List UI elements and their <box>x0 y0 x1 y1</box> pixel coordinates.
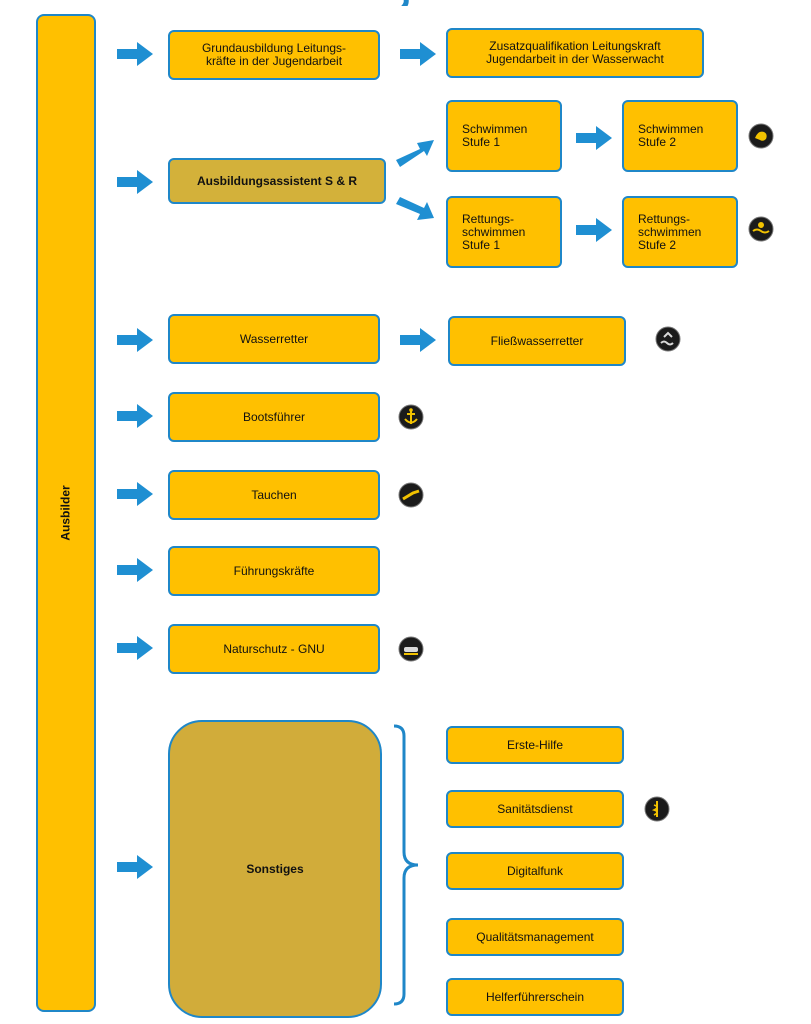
diver-icon <box>398 482 424 508</box>
node-ausbildungsassistent: Ausbildungsassistent S & R <box>168 158 386 204</box>
arrow-to-naturschutz <box>117 636 153 660</box>
node-schwimmen1: Schwimmen Stufe 1 <box>446 100 562 172</box>
node-rettungsschwimmen2: Rettungs- schwimmen Stufe 2 <box>622 196 738 268</box>
node-bootsfuehrer: Bootsführer <box>168 392 380 442</box>
node-fuehrungskraefte: Führungskräfte <box>168 546 380 596</box>
node-fliesswasserretter: Fließwasserretter <box>448 316 626 366</box>
arrow-to-fliesswasserretter <box>400 328 436 352</box>
arrow-to-rettungsschwimmen2 <box>576 218 612 242</box>
swimmer-icon <box>748 123 774 149</box>
node-zusatzqualifikation: Zusatzqualifikation Leitungskraft Jugend… <box>446 28 704 78</box>
arrow-to-wasserretter <box>117 328 153 352</box>
node-grundausbildung: Grundausbildung Leitungs- kräfte in der … <box>168 30 380 80</box>
arrow-to-sonstiges <box>117 855 153 879</box>
lifeguard-icon <box>748 216 774 242</box>
node-rettungsschwimmen1: Rettungs- schwimmen Stufe 1 <box>446 196 562 268</box>
nature-icon <box>398 636 424 662</box>
title-fragment <box>401 0 409 6</box>
sonstiges-item: Erste-Hilfe <box>446 726 624 764</box>
sonstiges-item: Sanitätsdienst <box>446 790 624 828</box>
node-tauchen: Tauchen <box>168 470 380 520</box>
sonstiges-item: Digitalfunk <box>446 852 624 890</box>
sonstiges-item: Helferführerschein <box>446 978 624 1016</box>
arrow-to-zusatzqualifikation <box>400 42 436 66</box>
ausbilder-label: Ausbilder <box>58 485 73 541</box>
sonstiges-bracket <box>393 724 419 1006</box>
arrow-to-fuehrungskraefte <box>117 558 153 582</box>
river-rescue-icon <box>655 326 681 352</box>
node-sonstiges: Sonstiges <box>168 720 382 1018</box>
arrow-to-ausbildungsassistent <box>117 170 153 194</box>
arrow-to-tauchen <box>117 482 153 506</box>
node-naturschutz: Naturschutz - GNU <box>168 624 380 674</box>
sonstiges-item: Qualitätsmanagement <box>446 918 624 956</box>
medical-icon <box>644 796 670 822</box>
arrow-to-schwimmen1 <box>396 140 434 167</box>
arrow-to-schwimmen2 <box>576 126 612 150</box>
arrow-to-bootsfuehrer <box>117 404 153 428</box>
arrow-to-rettungsschwimmen1 <box>396 197 434 220</box>
node-schwimmen2: Schwimmen Stufe 2 <box>622 100 738 172</box>
anchor-icon <box>398 404 424 430</box>
arrow-to-grundausbildung <box>117 42 153 66</box>
node-wasserretter: Wasserretter <box>168 314 380 364</box>
ausbilder-bar: Ausbilder <box>36 14 96 1012</box>
